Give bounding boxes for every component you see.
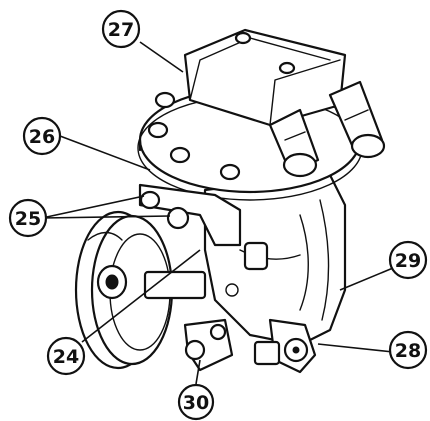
callout-26: 26 [22, 116, 62, 156]
callout-label-29: 29 [395, 250, 421, 272]
callout-24: 24 [46, 336, 86, 376]
callout-25: 25 [8, 198, 48, 238]
callout-label-26: 26 [29, 126, 55, 148]
adjusting-link [183, 318, 317, 374]
callout-label-30: 30 [183, 392, 209, 414]
callout-29: 29 [388, 240, 428, 280]
callout-28: 28 [388, 330, 428, 370]
callout-27: 27 [101, 9, 141, 49]
pulley [74, 210, 207, 370]
callout-label-27: 27 [108, 19, 134, 41]
callout-label-25: 25 [15, 208, 41, 230]
callout-30: 30 [177, 383, 215, 421]
leader-lines [41, 41, 394, 385]
outlet-nozzles [268, 80, 386, 178]
callout-label-24: 24 [53, 346, 79, 368]
top-cover [183, 28, 347, 127]
mounting-bracket [138, 183, 269, 297]
callout-label-28: 28 [395, 340, 421, 362]
